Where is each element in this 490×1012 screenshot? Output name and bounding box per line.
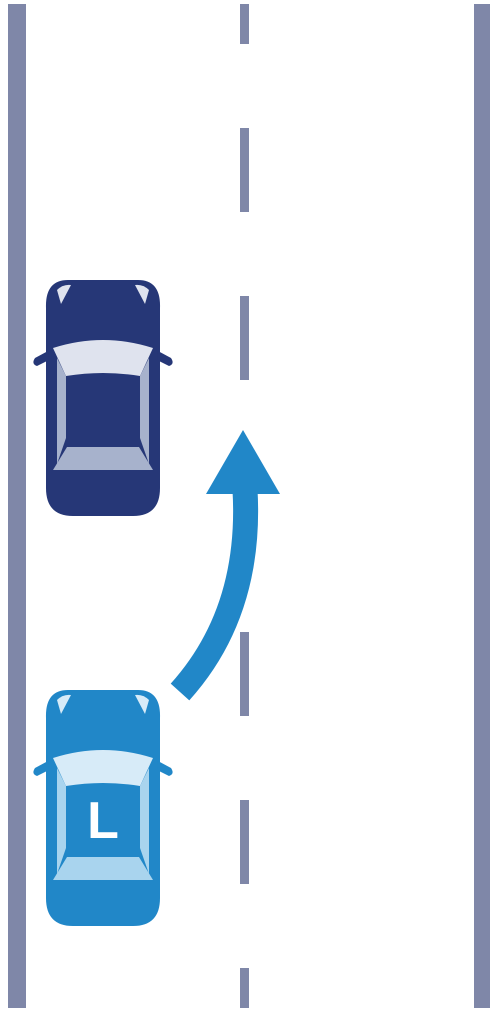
lane-dash (240, 128, 249, 212)
lead-car (33, 280, 172, 516)
lane-dash (240, 632, 249, 716)
car-top-view-icon (33, 280, 172, 516)
lane-dash (240, 800, 249, 884)
car-top-view-icon: L (33, 690, 172, 926)
lane-dash (240, 968, 249, 1008)
road-edge-left (8, 4, 26, 1008)
road-edge-right (474, 4, 490, 1008)
learner-car: L (33, 690, 172, 926)
lane-dash (240, 296, 249, 380)
lane-dash (240, 4, 249, 44)
learner-badge-label: L (87, 792, 119, 850)
curved-arrow-icon (180, 430, 280, 692)
